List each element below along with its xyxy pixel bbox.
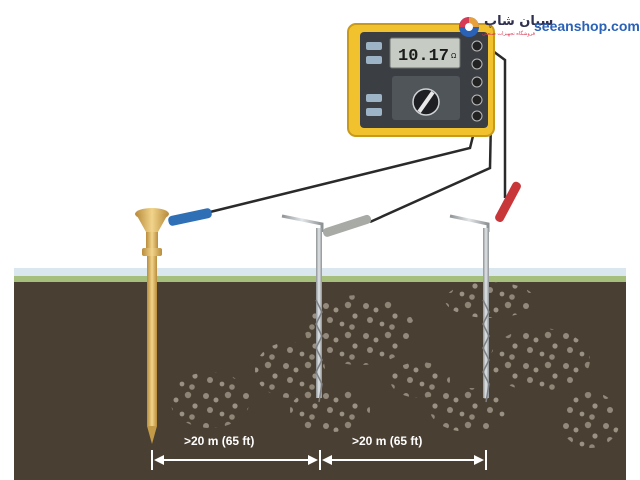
- lcd-display: [389, 37, 461, 69]
- current-stake: [449, 214, 490, 403]
- brand-tagline: فروشگاه تجهیزات صنعتی: [482, 31, 535, 37]
- soil-pebbles: [170, 282, 620, 448]
- brand-logo-icon: [459, 17, 479, 37]
- lcd-reading: 10.17: [398, 47, 449, 66]
- blue-probe-clip: [168, 208, 212, 226]
- lcd-unit: Ω: [451, 52, 457, 60]
- red-probe-clip: [495, 181, 521, 223]
- gray-probe-clip: [322, 214, 372, 237]
- earth-ground-tester: [347, 23, 495, 137]
- brand-name-arabic: سیان شاپ: [484, 14, 554, 29]
- dimension-lines: [151, 450, 487, 470]
- ground-electrode: [135, 208, 169, 444]
- potential-stake: [281, 214, 324, 403]
- distance-label-1: >20 m (65 ft): [184, 434, 255, 448]
- background: [0, 0, 640, 272]
- distance-label-2: >20 m (65 ft): [352, 434, 423, 448]
- brand-name-latin: seeanshop.com: [534, 18, 640, 34]
